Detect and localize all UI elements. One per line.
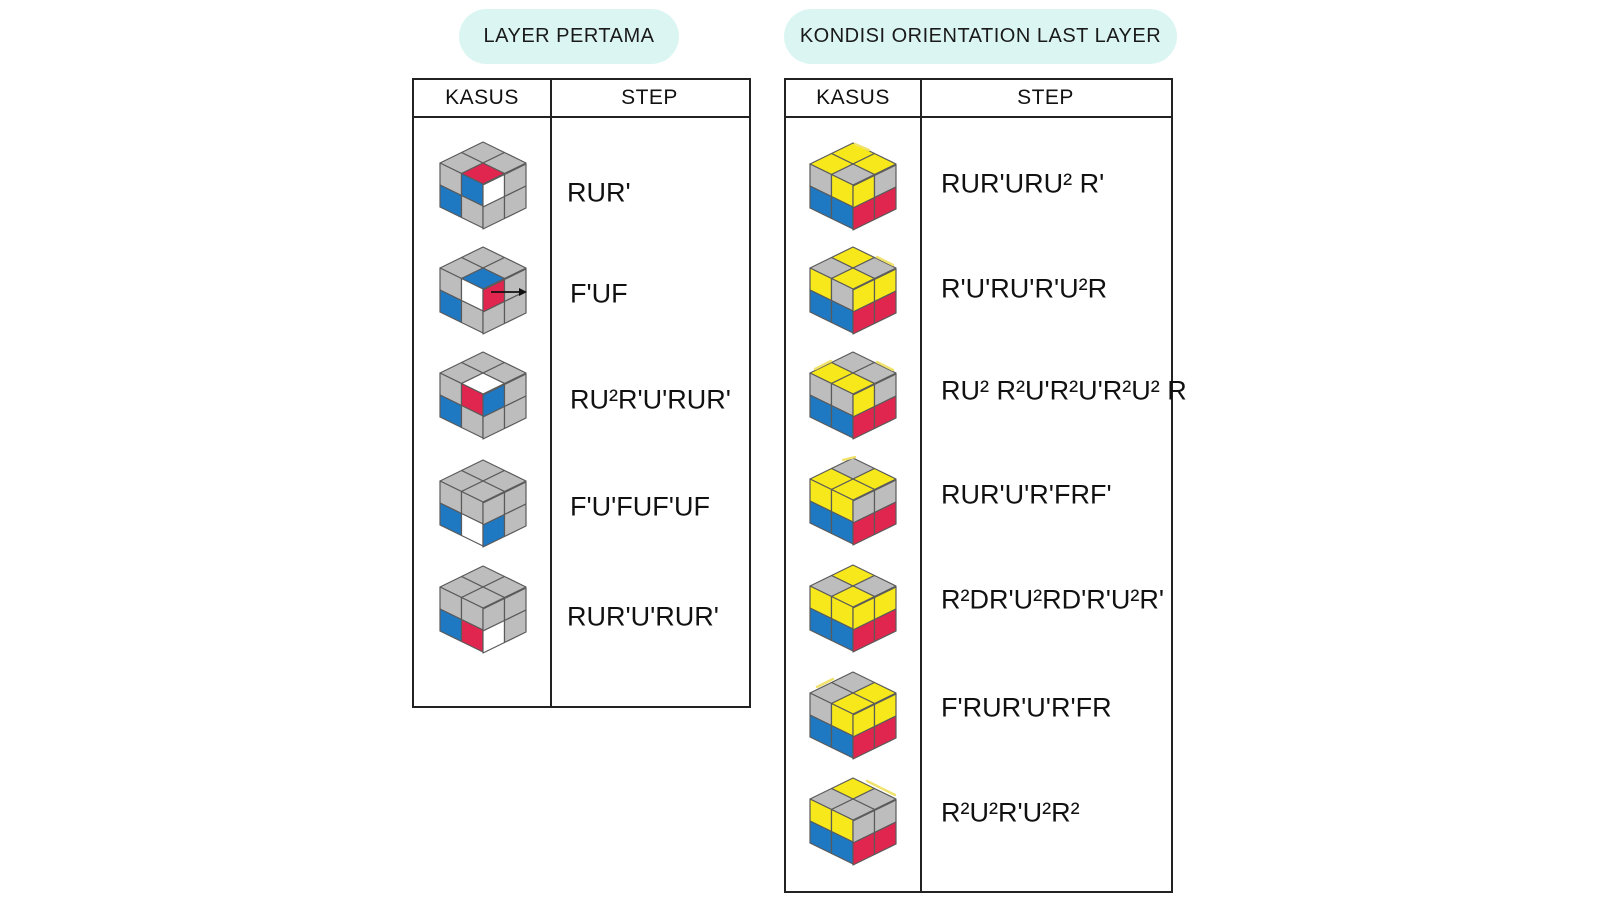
first-layer-step: RUR' [567,177,631,208]
oll-case-cube [809,777,897,866]
oll-case-cube [809,455,897,546]
first-layer-step: RU²R'U'RUR' [570,384,731,415]
oll-case-cube [809,351,897,440]
oll-case-cube [809,142,897,231]
oll-step: R²DR'U²RD'R'U²R' [941,584,1165,615]
first-layer-case-header: KASUS [414,80,550,118]
oll-case-header: KASUS [786,80,920,118]
first-layer-step: F'UF [570,278,628,309]
oll-case-cube [809,671,897,760]
oll-case-cube [809,564,897,653]
oll-step: RUR'U'R'FRF' [941,479,1112,510]
oll-title: KONDISI ORIENTATION LAST LAYER [784,9,1177,64]
oll-title-text: KONDISI ORIENTATION LAST LAYER [799,25,1162,47]
first-layer-step-header: STEP [550,80,749,118]
oll-step-header: STEP [920,80,1171,118]
oll-table: KASUS STEP RUR'URU² R' R'U'RU'R'U²R RU² R²… [784,78,1187,893]
first-layer-step: F'U'FUF'UF [570,491,710,522]
first-layer-table: KASUS STEP RUR' F'UF RU²R'U'RUR' F'U'FUF'UF… [412,78,751,708]
first-layer-step-header-text: STEP [621,86,678,109]
oll-step: R'U'RU'R'U²R [941,273,1108,304]
oll-column-divider [920,80,922,891]
oll-step: RU² R²U'R²U'R²U² R [941,375,1187,406]
oll-case-header-text: KASUS [816,86,890,109]
oll-case-cube [809,246,897,335]
first-layer-case-header-text: KASUS [445,86,519,109]
first-layer-step: RUR'U'RUR' [567,601,719,632]
oll-step: R²U²R'U²R² [941,797,1080,828]
first-layer-title-text: LAYER PERTAMA [483,25,655,47]
first-layer-case-cube [439,565,527,654]
first-layer-column-divider [550,80,552,706]
oll-step-header-text: STEP [1017,86,1074,109]
first-layer-case-cube [439,459,527,548]
first-layer-case-cube [439,141,527,230]
first-layer-title: LAYER PERTAMA [459,9,679,64]
first-layer-case-cube [439,351,527,440]
oll-step: F'RUR'U'R'FR [941,692,1112,723]
first-layer-case-cube [439,246,527,335]
oll-step: RUR'URU² R' [941,168,1105,199]
